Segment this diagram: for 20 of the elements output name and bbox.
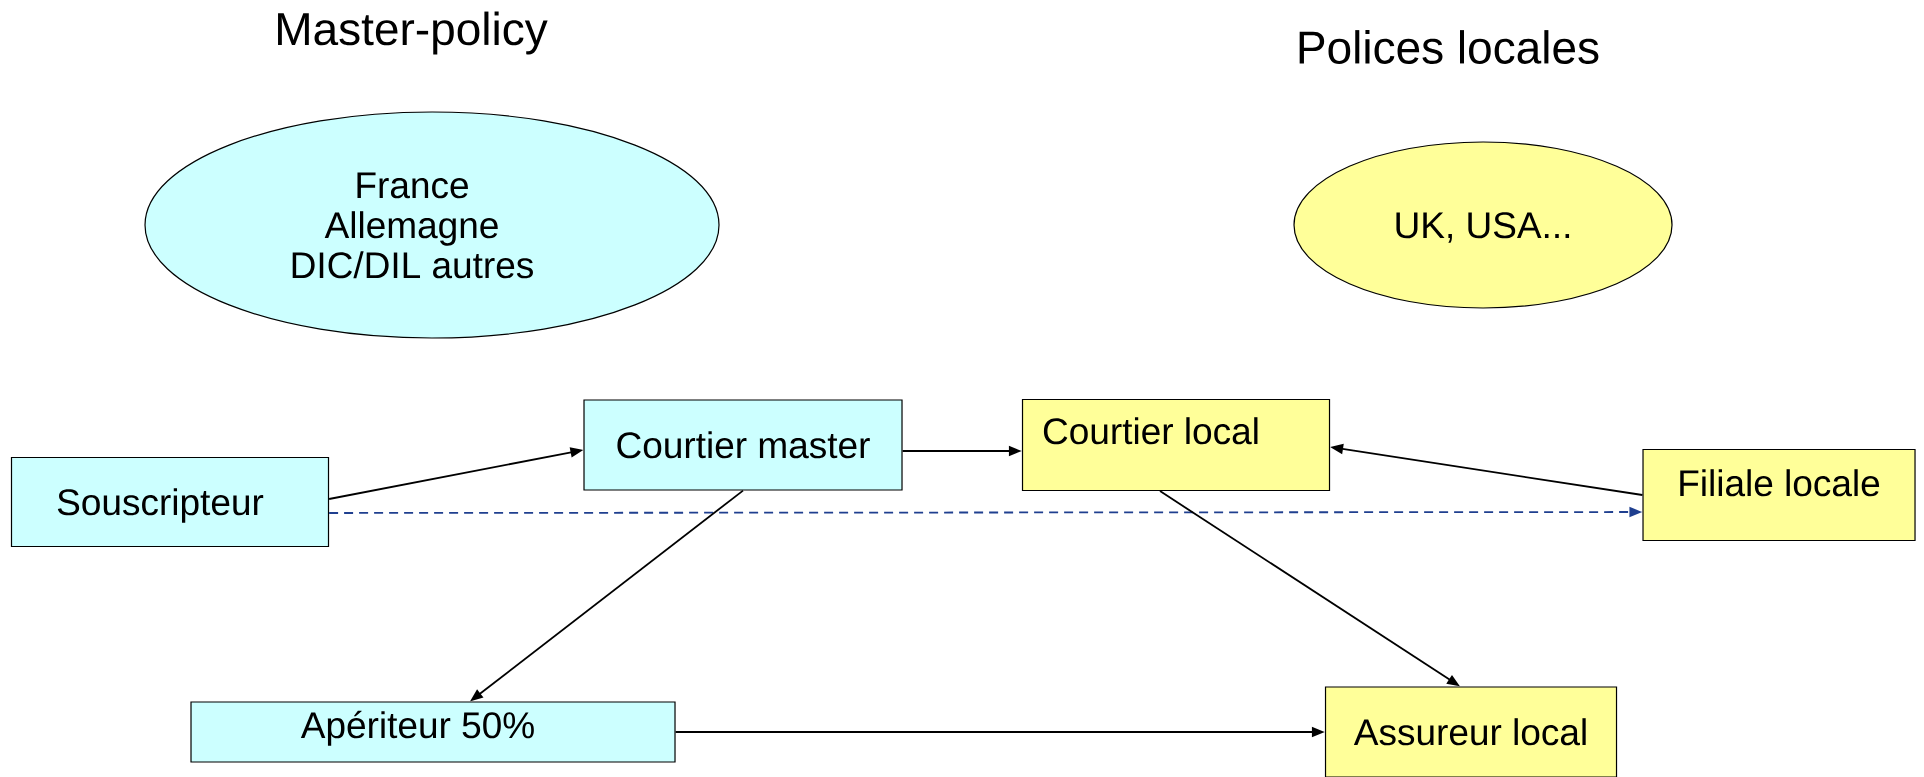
node-text: Apériteur 50% — [300, 710, 534, 746]
party-box — [1324, 686, 1618, 777]
node-text: UK, USA... — [1396, 212, 1570, 243]
party-box — [10, 456, 330, 548]
column-heading: Polices locales — [1299, 30, 1599, 64]
node-text: Assureur local — [1353, 718, 1586, 746]
party-box — [583, 399, 903, 491]
node-text: France — [357, 172, 468, 199]
node-text: Courtier master — [617, 431, 870, 459]
node-text: Filiale locale — [1680, 469, 1880, 497]
node-text: Allemagne — [324, 211, 498, 246]
node-text: DIC/DIL autres — [292, 251, 533, 279]
node-text: Courtier local — [1043, 417, 1258, 445]
party-box — [1021, 398, 1331, 492]
node-text: Souscripteur — [57, 488, 264, 523]
party-box — [190, 701, 676, 763]
region-ellipse — [144, 111, 720, 339]
column-heading: Master-policy — [278, 11, 548, 55]
region-ellipse — [1293, 141, 1673, 309]
party-box — [1642, 448, 1916, 542]
